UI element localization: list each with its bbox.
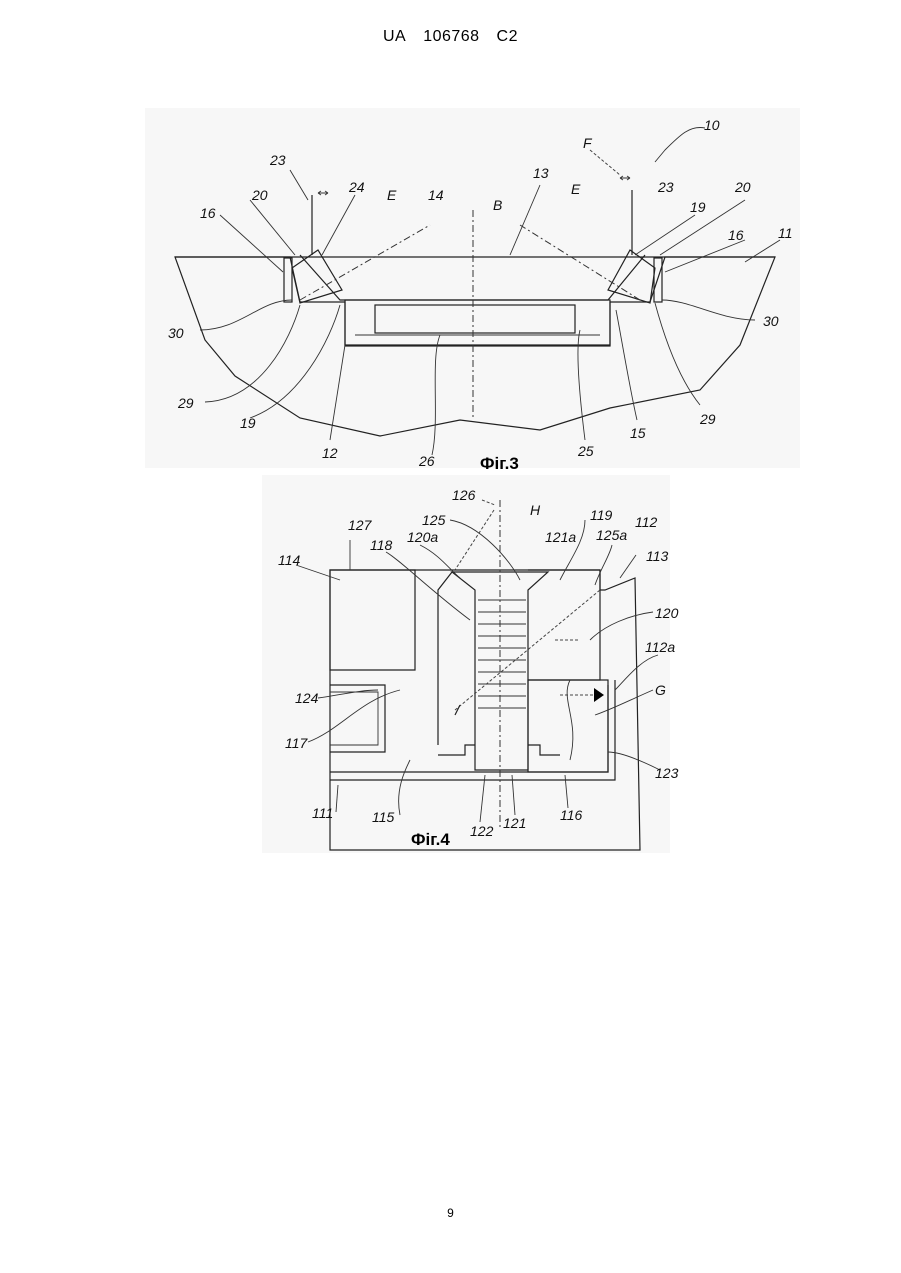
fig3-label: 23 [269, 152, 286, 168]
fig4-label: 123 [655, 765, 679, 781]
fig3-label: 11 [778, 225, 793, 241]
fig4-label: 125a [596, 527, 627, 543]
fig3-label: 23 [657, 179, 674, 195]
fig3-label: 25 [577, 443, 594, 459]
fig3-label: 20 [734, 179, 751, 195]
fig3-label: E [387, 187, 397, 203]
fig3-label: 16 [200, 205, 216, 221]
fig3-label: 20 [251, 187, 268, 203]
fig3-label: 13 [533, 165, 549, 181]
fig4-label: 117 [285, 735, 309, 751]
fig4-label: 114 [278, 552, 301, 568]
fig4-label: 115 [372, 809, 395, 825]
page-number: 9 [0, 1206, 901, 1220]
fig3-label: 16 [728, 227, 744, 243]
fig4-label: 121a [545, 529, 576, 545]
fig4-label: 122 [470, 823, 494, 839]
fig3-label: 15 [630, 425, 646, 441]
fig4-label: 121 [503, 815, 526, 831]
fig3-label: 29 [177, 395, 194, 411]
fig4-label: 112 [635, 514, 658, 530]
fig3-label: 30 [168, 325, 184, 341]
fig4-label: H [530, 502, 541, 518]
fig4-label: 118 [370, 537, 393, 553]
fig4-label: 116 [560, 807, 583, 823]
fig4-caption: Фіг.4 [411, 830, 450, 849]
fig3-label: 29 [699, 411, 716, 427]
figure-3: 10 F 23 13 E B E 23 20 24 14 19 20 16 16… [145, 108, 800, 473]
fig3-label: 14 [428, 187, 444, 203]
fig3-label: 10 [704, 117, 720, 133]
fig4-label: 113 [646, 548, 669, 564]
figure-4: 126 H 125 119 112 127 121a 125a 118 120a… [262, 475, 679, 853]
fig4-label: G [655, 682, 666, 698]
fig4-label: 127 [348, 517, 373, 533]
fig3-label: 19 [240, 415, 256, 431]
fig3-label: B [493, 197, 502, 213]
fig4-label: 126 [452, 487, 476, 503]
fig4-label: 124 [295, 690, 319, 706]
fig3-label: 19 [690, 199, 706, 215]
fig4-label: 120 [655, 605, 679, 621]
fig4-label: 120a [407, 529, 438, 545]
fig4-label: 111 [312, 805, 333, 821]
fig4-label: 125 [422, 512, 446, 528]
fig3-caption: Фіг.3 [480, 454, 519, 473]
fig3-label: 26 [418, 453, 435, 469]
fig3-label: E [571, 181, 581, 197]
fig3-label: 12 [322, 445, 338, 461]
fig4-label: 112a [645, 639, 675, 655]
fig4-label: 119 [590, 507, 613, 523]
fig3-label: F [583, 135, 593, 151]
fig3-label: 30 [763, 313, 779, 329]
fig3-label: 24 [348, 179, 365, 195]
